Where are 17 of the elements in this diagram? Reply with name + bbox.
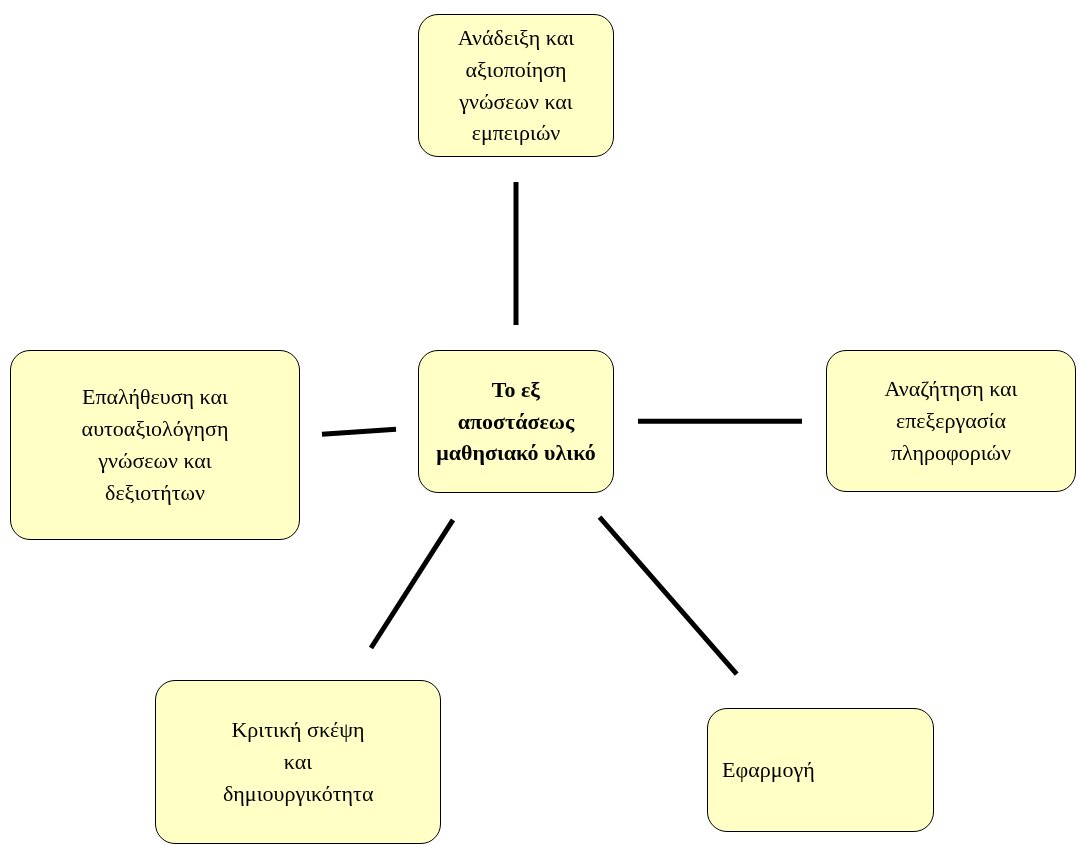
- rounded-box: [10, 350, 300, 540]
- node-text: Εφαρμογή: [722, 756, 815, 785]
- node-text: Κριτική σκέψη και δημιουργικότητα: [223, 716, 373, 808]
- connector-line: [368, 518, 456, 650]
- connector-line: [638, 418, 802, 424]
- node-text: Επαλήθευση και αυτοαξιολόγηση γνώσεων και δεξιοτήτων: [80, 383, 230, 507]
- rounded-box: [155, 680, 441, 844]
- rounded-box: [826, 350, 1076, 492]
- connector-line: [321, 426, 397, 437]
- rounded-box: [707, 708, 934, 832]
- rounded-box: [418, 14, 614, 157]
- node-text: Αναζήτηση και επεξεργασία πληροφοριών: [883, 375, 1019, 467]
- rounded-box: [418, 350, 614, 493]
- node-text: Το εξ αποστάσεως μαθησιακό υλικό: [435, 375, 597, 468]
- node-text: Ανάδειξη και αξιοποίηση γνώσεων και εμπειριών: [456, 23, 576, 148]
- connector-line: [513, 182, 519, 325]
- connector-line: [597, 515, 739, 676]
